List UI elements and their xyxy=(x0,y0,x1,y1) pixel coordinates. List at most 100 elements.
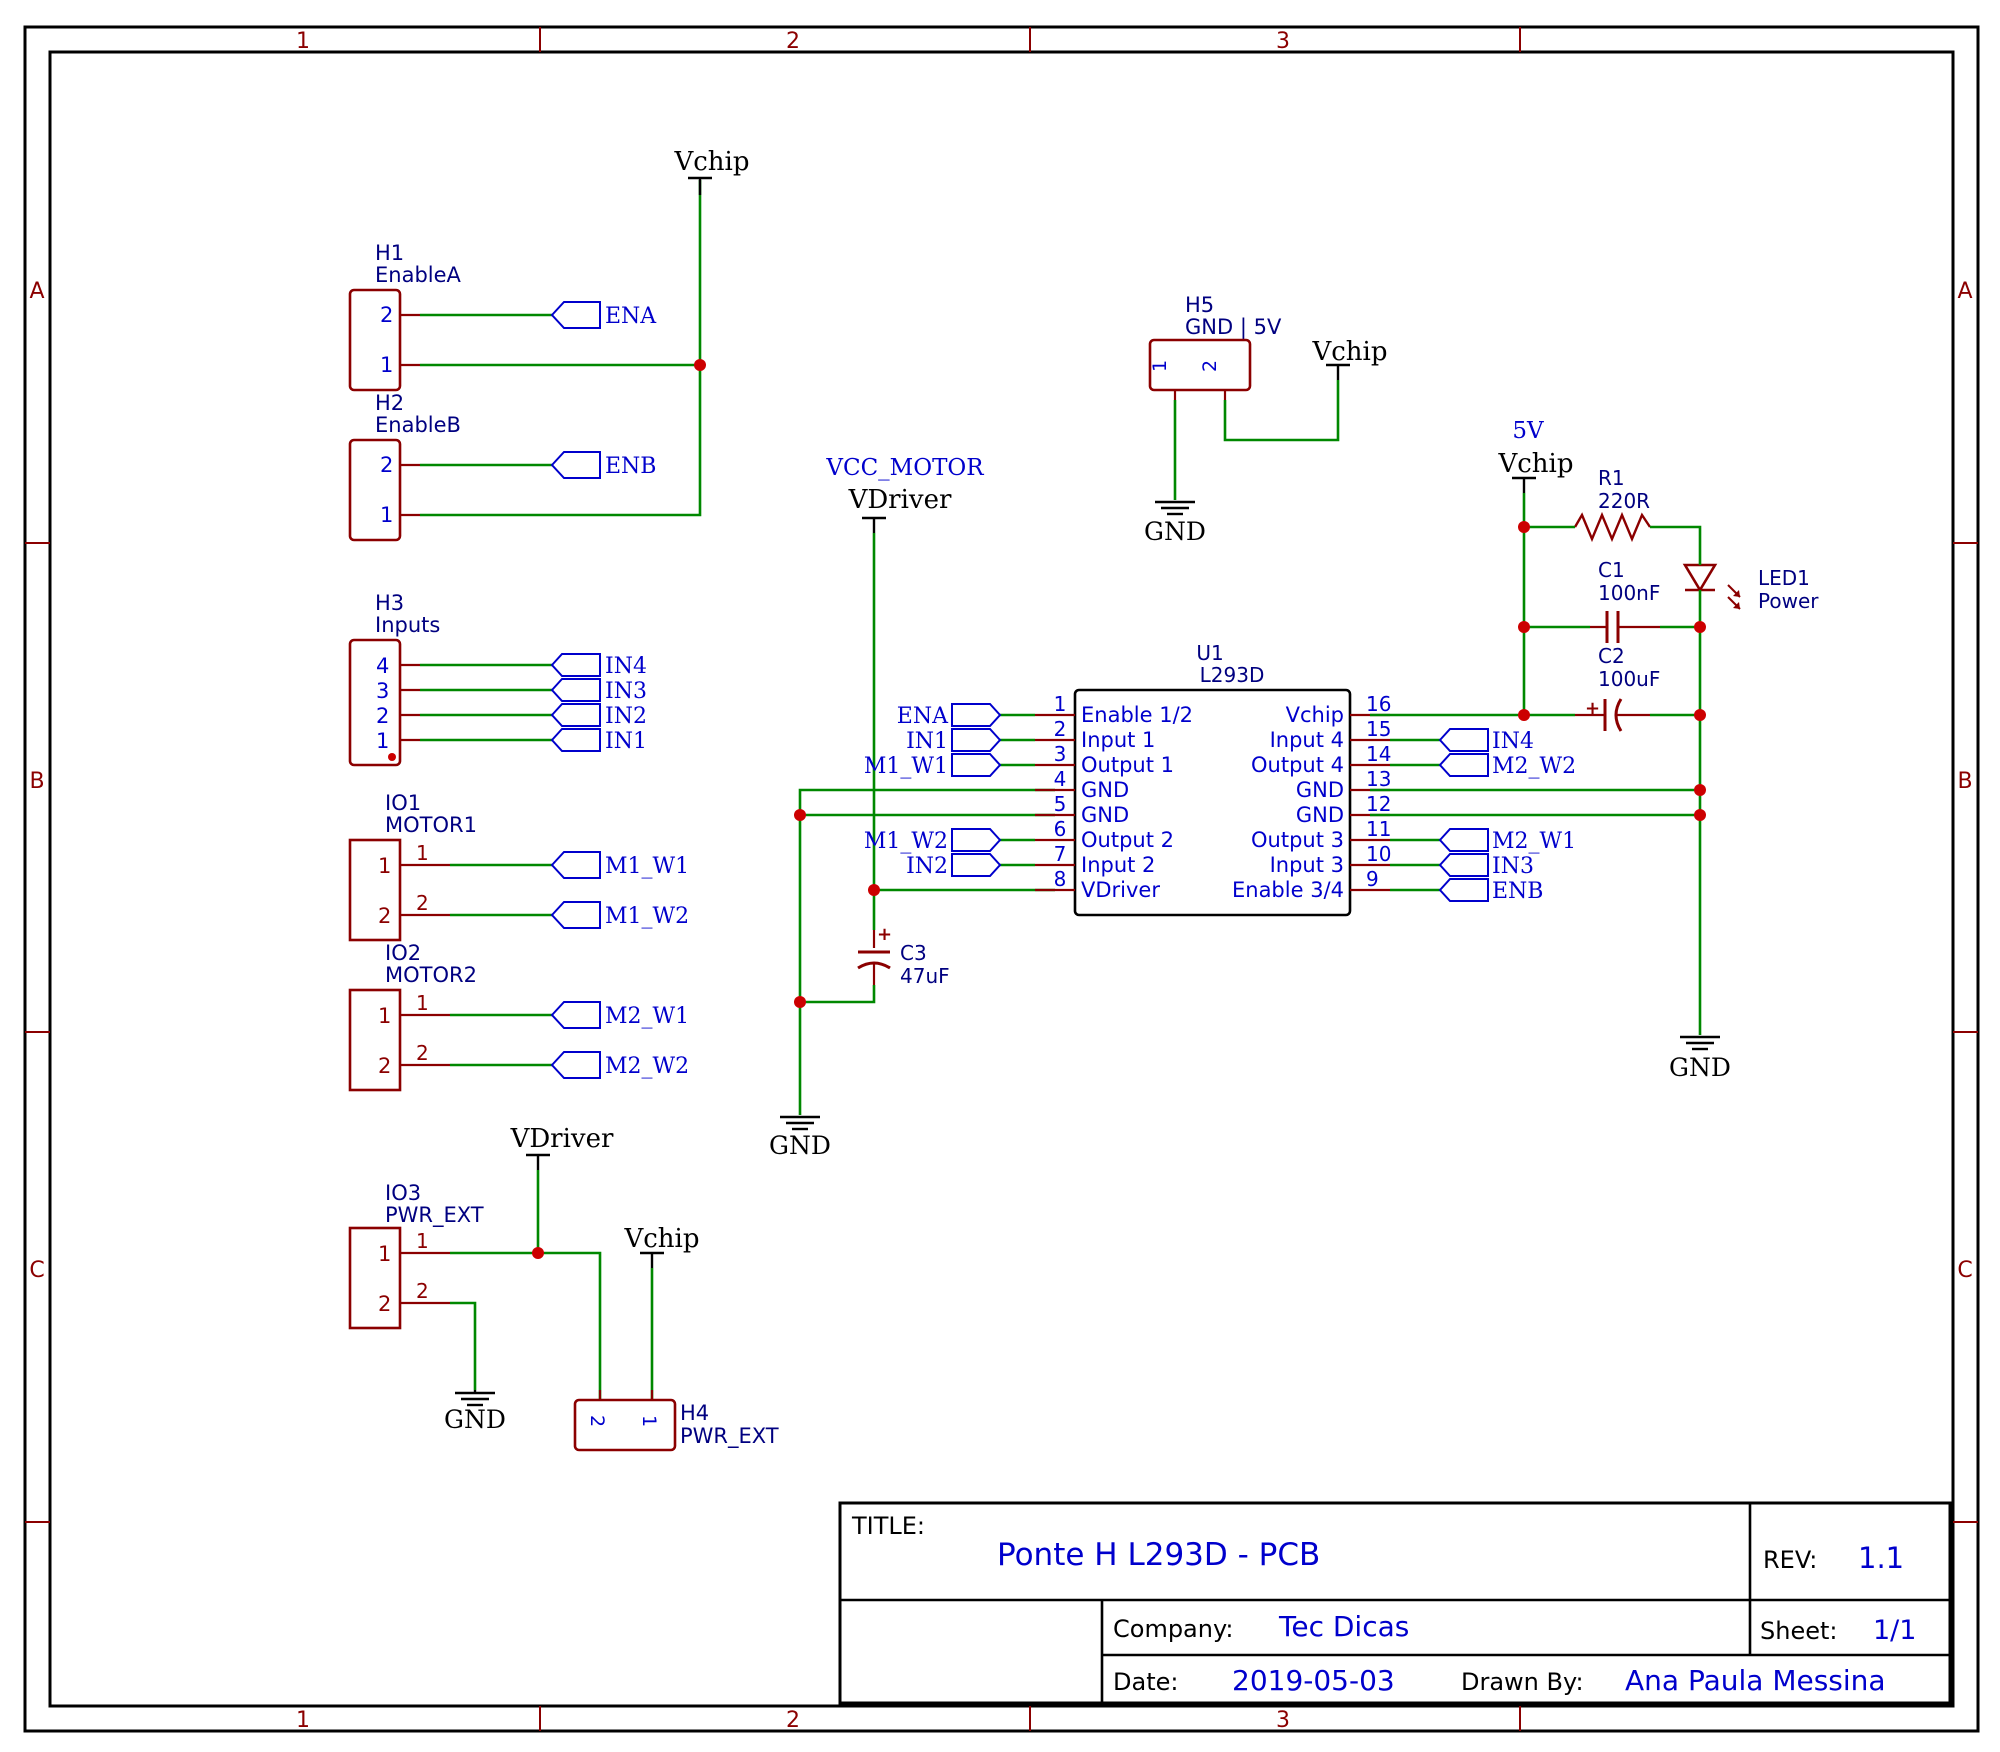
header-io2[interactable]: IO2 MOTOR2 1 2 1 2 xyxy=(348,941,477,1092)
c2-ref: C2 xyxy=(1598,644,1625,668)
net-flag-in2-h3[interactable]: IN2 xyxy=(550,703,647,729)
h3-ref: H3 xyxy=(375,591,404,615)
u1-pin-num-5: 5 xyxy=(1054,792,1067,816)
header-h4[interactable]: 2 1 H4 PWR_EXT xyxy=(573,1390,779,1452)
header-h3[interactable]: H3 Inputs 4 3 2 1 xyxy=(348,591,440,767)
net-label-u1-pin-6: M1_W2 xyxy=(864,829,948,854)
title-label: TITLE: xyxy=(851,1512,925,1540)
vchip-label-h5: Vchip xyxy=(1311,337,1387,367)
title-block: TITLE: Ponte H L293D - PCB REV: 1.1 Comp… xyxy=(838,1501,1952,1705)
rev-value: 1.1 xyxy=(1858,1541,1904,1575)
net-flag-m2-w1-io2[interactable]: M2_W1 xyxy=(550,1001,689,1029)
u1-pin-name-12: GND xyxy=(1296,803,1344,827)
junction-dot xyxy=(1694,621,1706,633)
net-label-u1-pin-3: M1_W1 xyxy=(864,754,948,779)
gnd-label-h5: GND xyxy=(1144,517,1206,546)
net-flag-in4-h3[interactable]: IN4 xyxy=(550,653,647,679)
gnd-symbol-left[interactable]: GND xyxy=(769,1115,831,1160)
u1-pin-name-10: Input 3 xyxy=(1270,853,1344,877)
net-flag-m1-w2-io1[interactable]: M1_W2 xyxy=(550,901,689,929)
net-flag-u1-pin-7[interactable]: IN2 xyxy=(906,853,1002,879)
net-flag-m1-w1-io1[interactable]: M1_W1 xyxy=(550,851,689,879)
net-flag-enb-h2[interactable]: ENB xyxy=(550,451,656,479)
h1-pin-1: 1 xyxy=(380,353,393,377)
gnd-symbol-h5[interactable]: GND xyxy=(1144,500,1206,546)
h4-value: PWR_EXT xyxy=(680,1424,779,1449)
gnd-label-left: GND xyxy=(769,1131,831,1160)
io1-ref: IO1 xyxy=(385,791,421,815)
net-flag-ena-h1[interactable]: ENA xyxy=(550,301,657,329)
vchip-power-5v[interactable]: 5V Vchip xyxy=(1497,418,1574,493)
resistor-r1[interactable]: R1 220R xyxy=(1573,466,1651,543)
u1-pin-name-15: Input 4 xyxy=(1270,728,1344,752)
net-flag-u1-pin-9[interactable]: ENB xyxy=(1438,878,1543,904)
net-flag-u1-pin-10[interactable]: IN3 xyxy=(1438,853,1534,879)
gnd-symbol-io3[interactable]: GND xyxy=(444,1390,506,1434)
company-label: Company: xyxy=(1113,1615,1234,1643)
net-flag-in1-h3[interactable]: IN1 xyxy=(550,728,647,754)
h1-ref: H1 xyxy=(375,241,404,265)
net-label-u1-pin-14: M2_W2 xyxy=(1492,754,1576,779)
net-flag-u1-pin-6[interactable]: M1_W2 xyxy=(864,828,1002,854)
capacitor-c3[interactable]: + C3 47uF xyxy=(857,533,950,988)
net-flag-u1-pin-11[interactable]: M2_W1 xyxy=(1438,828,1576,854)
c1-value: 100nF xyxy=(1598,581,1660,605)
u1-pin-name-4: GND xyxy=(1081,778,1129,802)
io2-pin-2: 2 xyxy=(378,1054,391,1078)
led-led1[interactable]: LED1 Power xyxy=(1682,563,1819,613)
junction-dot xyxy=(868,884,880,896)
net-flag-in3-h3[interactable]: IN3 xyxy=(550,678,647,704)
u1-ref: U1 xyxy=(1196,641,1223,665)
u1-pin-num-15: 15 xyxy=(1366,717,1391,741)
led1-value: Power xyxy=(1758,589,1819,613)
r1-value: 220R xyxy=(1598,489,1650,513)
inputs-wiring xyxy=(420,663,552,742)
net-flag-u1-pin-15[interactable]: IN4 xyxy=(1438,728,1534,754)
net-flag-m2-w2-io2[interactable]: M2_W2 xyxy=(550,1051,689,1079)
u1-pin-name-8: VDriver xyxy=(1081,878,1160,902)
io2-value: MOTOR2 xyxy=(385,963,477,987)
io2-pin-num-1: 1 xyxy=(416,991,429,1015)
net-label-u1-pin-10: IN3 xyxy=(1492,854,1534,879)
junction-dot xyxy=(1694,784,1706,796)
header-h1[interactable]: H1 EnableA 2 1 xyxy=(348,241,462,392)
u1-pin-name-6: Output 2 xyxy=(1081,828,1174,852)
h3-pin-2: 2 xyxy=(376,704,389,728)
vdriver-power-main[interactable]: VCC_MOTOR VDriver xyxy=(825,455,984,533)
h3-value: Inputs xyxy=(375,613,440,637)
net-flag-u1-pin-2[interactable]: IN1 xyxy=(906,728,1002,754)
header-h2[interactable]: H2 EnableB 2 1 xyxy=(348,391,461,542)
vdriver-power-io3[interactable]: VDriver xyxy=(510,1124,614,1170)
gnd-symbol-right[interactable]: GND xyxy=(1669,1035,1731,1082)
header-io3[interactable]: IO3 PWR_EXT 1 2 1 2 xyxy=(348,1181,484,1330)
net-flag-u1-pin-1[interactable]: ENA xyxy=(897,703,1002,729)
net-label-ena: ENA xyxy=(605,304,657,329)
zone-col-1-bottom: 1 xyxy=(296,1708,310,1733)
vchip-label-5v: Vchip xyxy=(1497,449,1573,479)
enable-wiring xyxy=(420,180,706,517)
net-label-in1: IN1 xyxy=(605,729,647,754)
net-flag-u1-pin-14[interactable]: M2_W2 xyxy=(1438,753,1576,779)
capacitor-c2[interactable]: C2 100uF + xyxy=(1575,644,1660,732)
io3-pin-1: 1 xyxy=(378,1242,391,1266)
vchip-power-h4[interactable]: Vchip xyxy=(623,1224,700,1268)
junction-dot xyxy=(794,996,806,1008)
net-flag-u1-pin-3[interactable]: M1_W1 xyxy=(864,753,1002,779)
c1-ref: C1 xyxy=(1598,558,1625,582)
vchip-power-h5[interactable]: Vchip xyxy=(1311,337,1388,380)
net-label-u1-pin-2: IN1 xyxy=(906,729,948,754)
sheet-label: Sheet: xyxy=(1760,1617,1837,1645)
vchip-power-top[interactable]: Vchip xyxy=(673,147,750,195)
zone-col-3-bottom: 3 xyxy=(1276,1708,1290,1733)
header-io1[interactable]: IO1 MOTOR1 1 2 1 2 xyxy=(348,791,477,942)
net-label-enb: ENB xyxy=(605,454,656,479)
u1-pin-name-16: Vchip xyxy=(1286,703,1344,727)
c2-value: 100uF xyxy=(1598,667,1660,691)
capacitor-c1[interactable]: C1 100nF xyxy=(1590,558,1660,643)
zone-row-b-left: B xyxy=(29,769,44,794)
u1-pin-name-13: GND xyxy=(1296,778,1344,802)
header-h5[interactable]: H5 GND | 5V 1 2 xyxy=(1148,293,1282,400)
